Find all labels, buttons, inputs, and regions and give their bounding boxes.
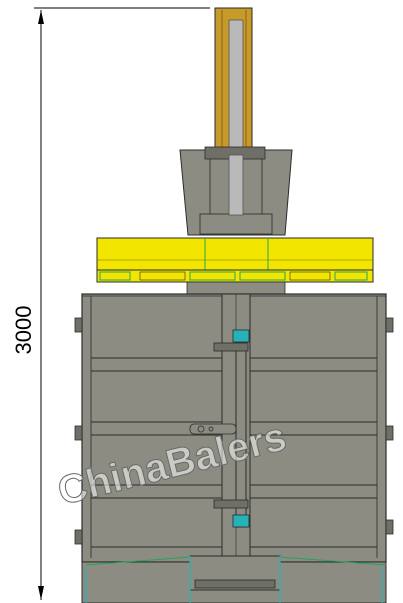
- dimension-arrow-top: [38, 10, 44, 24]
- door-latch: [189, 329, 250, 528]
- hinge-left-bottom: [74, 529, 83, 545]
- hinge-right-middle: [385, 425, 394, 441]
- cylinder-mount: [179, 146, 293, 236]
- height-dimension: 3000: [11, 7, 210, 600]
- dimension-arrow-bottom: [38, 586, 44, 600]
- machine-base: [81, 555, 387, 603]
- height-dimension-label: 3000: [11, 306, 36, 355]
- hinge-left-middle: [74, 425, 83, 441]
- press-plate: [96, 237, 374, 295]
- hinge-left-top: [74, 317, 83, 333]
- hinge-right-top: [385, 317, 394, 333]
- hinge-right-bottom: [385, 519, 394, 535]
